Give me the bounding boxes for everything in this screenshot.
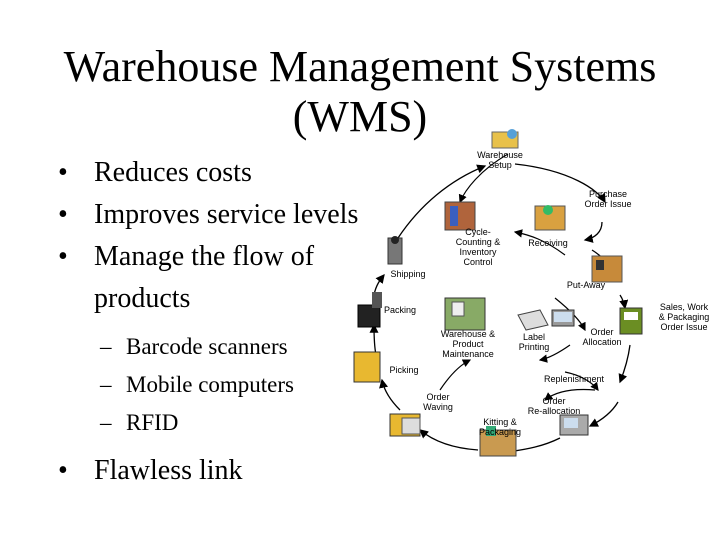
shipping-icon	[387, 236, 403, 265]
bullet-dot: •	[58, 455, 68, 486]
sub-bullet-dash: –	[100, 372, 112, 397]
label-shipping: Shipping	[390, 269, 425, 279]
sales-order-icon	[619, 307, 643, 335]
picking-icon	[353, 351, 381, 383]
bullet-text: Improves service levels	[94, 199, 359, 230]
slide-title: Warehouse Management Systems (WMS)	[0, 42, 720, 142]
put-away-icon	[591, 255, 623, 283]
warehouse-maintenance-icon	[444, 297, 486, 331]
sub-bullet-text: RFID	[126, 410, 179, 435]
bullet-item: • Flawless link	[58, 450, 438, 492]
sub-bullet-text: Mobile computers	[126, 372, 294, 397]
bullet-item: • Manage the flow of products	[58, 236, 438, 320]
bullet-text: Manage the flow of	[94, 241, 315, 272]
bullet-text-continued: products	[94, 283, 191, 314]
order-allocation-icon	[551, 309, 575, 327]
bullet-dot: •	[58, 199, 68, 230]
receiving-icon	[534, 205, 566, 231]
label-replenishment: Replenishment	[544, 374, 605, 384]
bullet-item: • Reduces costs	[58, 152, 438, 194]
bullet-dot: •	[58, 157, 68, 188]
bullet-text: Flawless link	[94, 455, 243, 486]
order-waving-icon	[389, 413, 421, 437]
label-packing: Packing	[384, 305, 416, 315]
sub-bullet-dash: –	[100, 334, 112, 359]
sub-bullet-item: –Mobile computers	[58, 366, 438, 404]
reallocation-icon	[559, 414, 589, 436]
sub-bullet-item: –RFID	[58, 404, 438, 442]
title-line-2: (WMS)	[292, 92, 428, 141]
label-put-away: Put-Away	[567, 280, 606, 290]
bullet-item: • Improves service levels	[58, 194, 438, 236]
cycle-counting-icon	[444, 201, 476, 231]
sub-bullet-dash: –	[100, 410, 112, 435]
bullet-list: •Reduces costs •Improves service levels …	[58, 152, 438, 492]
kitting-icon	[479, 426, 517, 457]
inner-arrows	[439, 153, 599, 401]
title-line-1: Warehouse Management Systems	[63, 42, 657, 91]
label-picking: Picking	[389, 365, 418, 375]
label-receiving: Receiving	[528, 238, 568, 248]
label-kitting: Kitting &Packaging	[479, 417, 521, 437]
bullet-dot: •	[58, 241, 68, 272]
warehouse-setup-icon	[491, 129, 519, 149]
sub-bullet-text: Barcode scanners	[126, 334, 288, 359]
label-printing-icon	[517, 309, 549, 331]
bullet-text: Reduces costs	[94, 157, 252, 188]
packing-icon	[357, 292, 382, 328]
sub-bullet-item: –Barcode scanners	[58, 328, 438, 366]
